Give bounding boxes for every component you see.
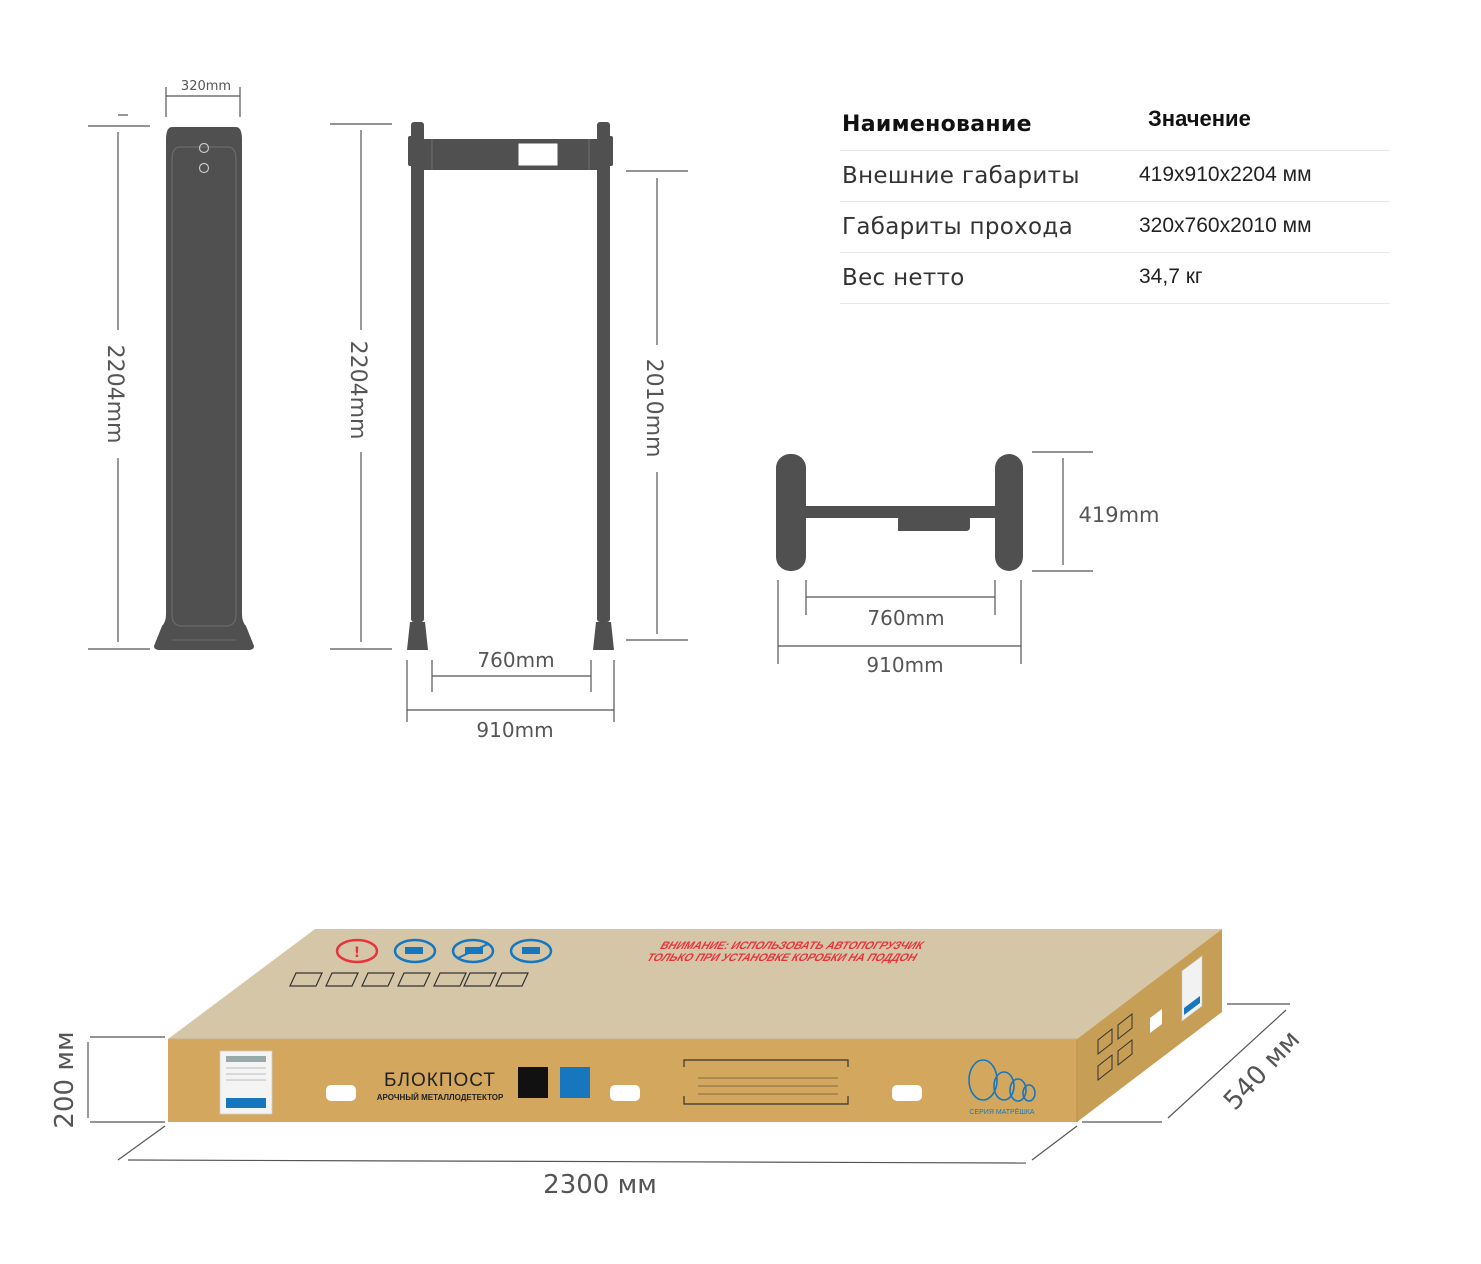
box-warning-line2: ТОЛЬКО ПРИ УСТАНОВКЕ КОРОБКИ НА ПОДДОН bbox=[644, 951, 920, 964]
series-logo bbox=[968, 1059, 1036, 1102]
spec-table: Наименование Значение Внешние габариты 4… bbox=[840, 100, 1390, 304]
box-swatch-black bbox=[518, 1067, 548, 1098]
spec-row: Вес нетто 34,7 кг bbox=[840, 253, 1390, 304]
svg-text:!: ! bbox=[354, 945, 360, 961]
side-height-label: 2204mm bbox=[102, 345, 127, 444]
box-depth-label: 540 мм bbox=[1218, 1025, 1306, 1116]
handling-icons-row: ! bbox=[335, 938, 553, 964]
box-handle-left bbox=[326, 1085, 356, 1101]
box-brand: БЛОКПОСТ bbox=[384, 1070, 496, 1091]
spec-row-value: 34,7 кг bbox=[1139, 265, 1203, 288]
spec-row-name: Габариты прохода bbox=[842, 214, 1074, 240]
box-handle-right bbox=[892, 1085, 922, 1101]
spec-row: Габариты прохода 320x760x2010 мм bbox=[840, 202, 1390, 253]
side-width-label: 320mm bbox=[181, 79, 231, 94]
front-display-panel bbox=[517, 142, 559, 167]
spec-row: Внешние габариты 419x910x2204 мм bbox=[840, 151, 1390, 202]
side-handle bbox=[1150, 1009, 1162, 1033]
box-front-face bbox=[168, 1039, 1077, 1122]
top-depth-label: 419mm bbox=[1079, 503, 1160, 527]
spec-row-value: 320x760x2010 мм bbox=[1139, 214, 1312, 237]
box-series: СЕРИЯ МАТРЁШКА bbox=[969, 1108, 1034, 1116]
box-info-field bbox=[683, 1059, 849, 1105]
front-height-label: 2204mm bbox=[345, 341, 370, 440]
box-swatch-blue bbox=[560, 1067, 590, 1098]
top-outer-width-label: 910mm bbox=[866, 653, 943, 677]
spec-header-value: Значение bbox=[1148, 106, 1251, 131]
spec-row-name: Вес нетто bbox=[842, 265, 965, 291]
front-passage-height-label: 2010mm bbox=[641, 359, 666, 458]
side-pillar-shape bbox=[154, 127, 254, 650]
top-inner-width-label: 760mm bbox=[867, 606, 944, 630]
top-frame-shape bbox=[776, 454, 1023, 571]
box-label-sheet bbox=[219, 1050, 273, 1115]
side-view: 320mm 2204mm bbox=[88, 79, 254, 650]
spec-row-value: 419x910x2204 мм bbox=[1139, 163, 1312, 186]
box-warning-line1: ВНИМАНИЕ: ИСПОЛЬЗОВАТЬ АВТОПОГРУЗЧИК bbox=[657, 939, 927, 952]
spec-table-header: Наименование Значение bbox=[840, 100, 1390, 151]
box-handle-middle bbox=[610, 1085, 640, 1101]
box-height-label: 200 мм bbox=[50, 1031, 80, 1128]
box-product: АРОЧНЫЙ МЕТАЛЛОДЕТЕКТОР bbox=[377, 1093, 504, 1102]
front-outer-width-label: 910mm bbox=[476, 718, 553, 742]
front-frame-shape bbox=[407, 122, 614, 650]
side-indicator-top bbox=[198, 142, 210, 154]
box-length-label: 2300 мм bbox=[543, 1170, 657, 1200]
spec-header-name: Наименование bbox=[842, 112, 1032, 137]
front-inner-width-label: 760mm bbox=[477, 648, 554, 672]
top-view: 419mm 760mm 910mm bbox=[776, 451, 1160, 677]
spec-row-name: Внешние габариты bbox=[842, 163, 1080, 189]
pictogram-row bbox=[289, 972, 529, 987]
front-view: 2204mm 2010mm 760mm 910mm bbox=[330, 122, 688, 742]
side-indicator-bottom bbox=[198, 162, 210, 174]
shipping-box: ! ВНИМАНИЕ: ИСПОЛЬЗОВАТЬ АВТОПОГРУЗЧИК Т… bbox=[50, 929, 1306, 1200]
